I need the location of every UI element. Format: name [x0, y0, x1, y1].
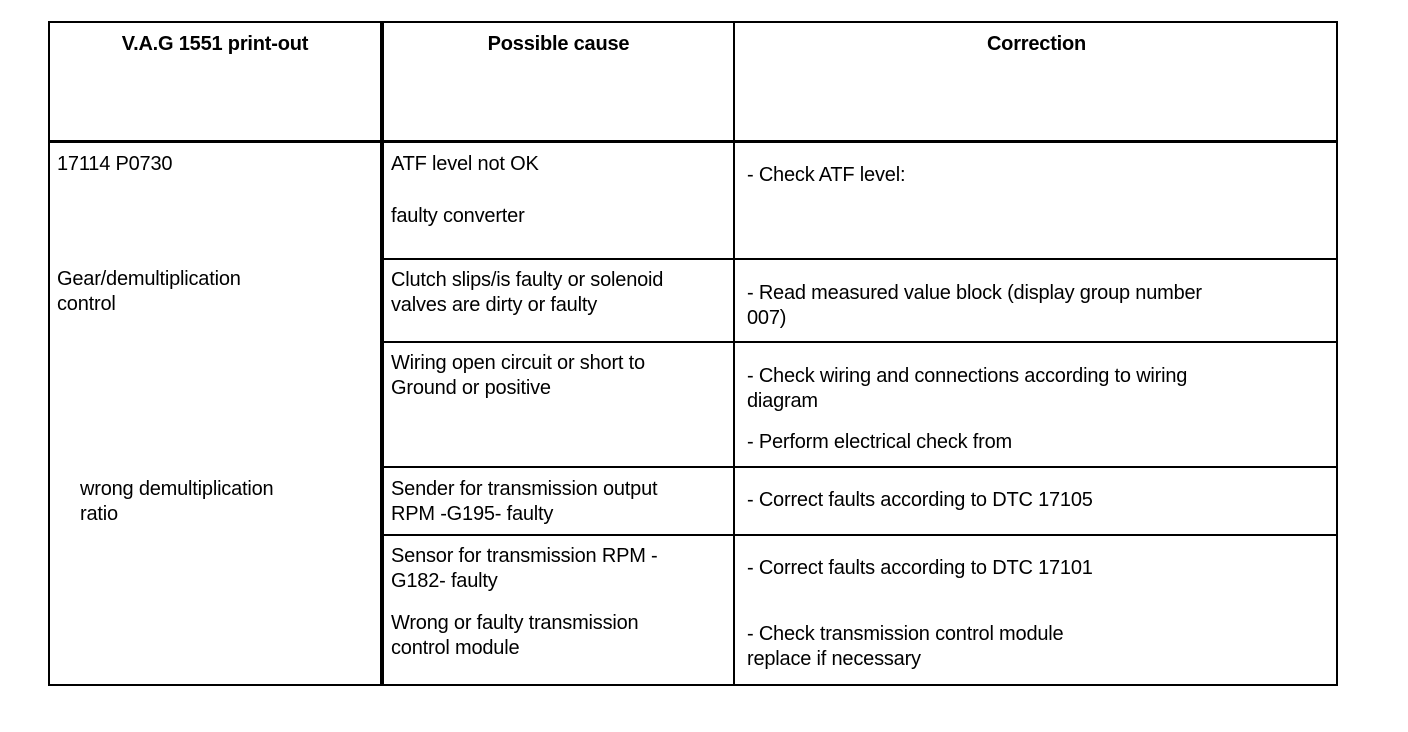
- fault-description-line: control: [57, 293, 116, 315]
- cause-line: Sender for transmission output: [391, 478, 658, 500]
- cause-cell: Wiring open circuit or short to Ground o…: [391, 351, 645, 401]
- correction-cell: - Check transmission control module repl…: [747, 622, 1064, 672]
- row-divider-1: [382, 258, 1338, 260]
- correction-line: - Check transmission control module: [747, 623, 1064, 645]
- cause-cell: Clutch slips/is faulty or solenoid valve…: [391, 268, 663, 318]
- correction-cell: - Perform electrical check from: [747, 431, 1012, 453]
- correction-line: - Check wiring and connections according…: [747, 365, 1188, 387]
- row-divider-3: [382, 466, 1338, 468]
- fault-subtype: wrong demultiplication ratio: [80, 477, 274, 527]
- cause-line: Sensor for transmission RPM -: [391, 545, 658, 567]
- fault-subtype-line: wrong demultiplication: [80, 478, 274, 500]
- cause-cell: faulty converter: [391, 205, 525, 227]
- cause-cell: Sensor for transmission RPM - G182- faul…: [391, 544, 658, 594]
- cause-cell: ATF level not OK: [391, 153, 539, 175]
- row-divider-2: [382, 341, 1338, 343]
- cause-line: G182- faulty: [391, 570, 498, 592]
- header-rule: [48, 140, 1338, 143]
- correction-cell: - Check ATF level:: [747, 164, 906, 186]
- fault-code: 17114 P0730: [57, 153, 173, 175]
- fault-subtype-line: ratio: [80, 503, 118, 525]
- cause-line: Wrong or faulty transmission: [391, 612, 639, 634]
- cause-line: control module: [391, 637, 520, 659]
- correction-line: diagram: [747, 390, 818, 412]
- correction-cell: - Correct faults according to DTC 17101: [747, 557, 1093, 579]
- cause-cell: Wrong or faulty transmission control mod…: [391, 611, 639, 661]
- correction-cell: - Read measured value block (display gro…: [747, 281, 1202, 331]
- correction-cell: - Check wiring and connections according…: [747, 364, 1187, 414]
- cause-line: Wiring open circuit or short to: [391, 352, 645, 374]
- column-divider-2: [733, 21, 735, 686]
- fault-description-line: Gear/demultiplication: [57, 268, 241, 290]
- correction-line: replace if necessary: [747, 648, 921, 670]
- fault-description: Gear/demultiplication control: [57, 267, 241, 317]
- correction-line: 007): [747, 307, 787, 329]
- header-possible-cause: Possible cause: [487, 33, 630, 55]
- correction-cell: - Correct faults according to DTC 17105: [747, 489, 1093, 511]
- cause-line: RPM -G195- faulty: [391, 503, 554, 525]
- cause-line: Clutch slips/is faulty or solenoid: [391, 269, 664, 291]
- header-correction: Correction: [986, 33, 1087, 55]
- cause-line: valves are dirty or faulty: [391, 294, 597, 316]
- correction-line: - Read measured value block (display gro…: [747, 282, 1202, 304]
- row-divider-4: [382, 534, 1338, 536]
- cause-line: Ground or positive: [391, 377, 551, 399]
- column-divider-1: [380, 21, 384, 686]
- header-printout: V.A.G 1551 print-out: [121, 33, 309, 55]
- cause-cell: Sender for transmission output RPM -G195…: [391, 477, 658, 527]
- diagnostic-table: [48, 21, 1338, 686]
